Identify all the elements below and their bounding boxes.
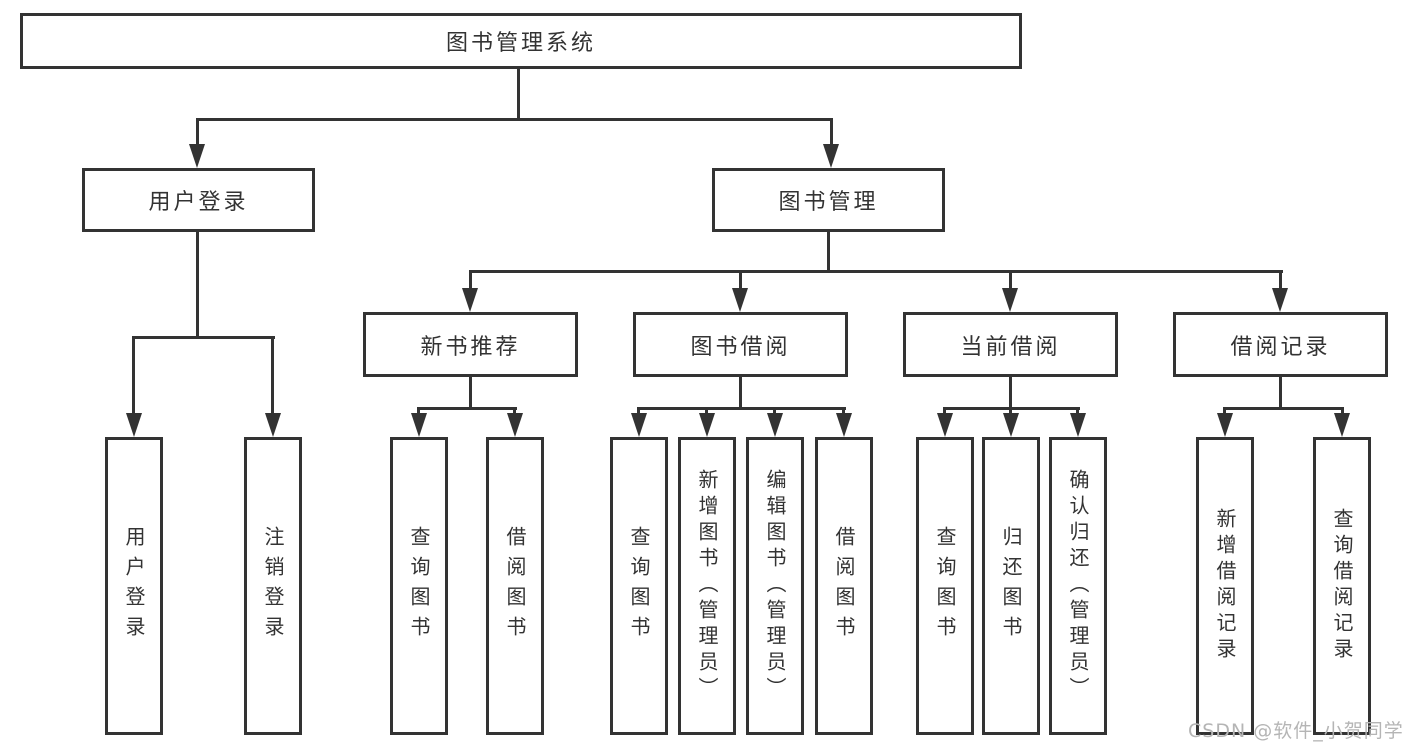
leaf-rec-borrow-books: 借阅图书: [486, 437, 544, 735]
arrowhead-icon: [126, 413, 142, 437]
arrowhead-icon: [823, 144, 839, 168]
connector-line: [943, 407, 1080, 410]
arrowhead-icon: [1002, 288, 1018, 312]
arrowhead-icon: [937, 413, 953, 437]
leaf-bb-edit-books-admin: 编辑图书（管理员）: [746, 437, 804, 735]
connector-line: [469, 377, 472, 410]
leaf-bb-query-books-label: 查询图书: [627, 526, 651, 646]
leaf-bb-add-books-admin: 新增图书（管理员）: [678, 437, 736, 735]
arrowhead-icon: [1272, 288, 1288, 312]
arrowhead-icon: [462, 288, 478, 312]
connector-line: [271, 339, 274, 417]
leaf-br-add-record: 新增借阅记录: [1196, 437, 1254, 735]
connector-line: [1009, 273, 1012, 291]
arrowhead-icon: [1070, 413, 1086, 437]
leaf-bb-add-books-admin-label: 新增图书（管理员）: [695, 469, 719, 703]
arrowhead-icon: [189, 144, 205, 168]
connector-line: [827, 232, 830, 273]
leaf-logout-label: 注销登录: [261, 526, 285, 646]
node-root: 图书管理系统: [20, 13, 1022, 69]
connector-line: [1223, 407, 1344, 410]
leaf-cb-confirm-return-admin-label: 确认归还（管理员）: [1066, 469, 1090, 703]
connector-line: [417, 407, 517, 410]
arrowhead-icon: [1217, 413, 1233, 437]
leaf-bb-edit-books-admin-label: 编辑图书（管理员）: [763, 469, 787, 703]
connector-line: [739, 273, 742, 291]
connector-line: [196, 232, 199, 339]
node-borrow-record-label: 借阅记录: [1230, 334, 1331, 360]
leaf-cb-query-books-label: 查询图书: [933, 526, 957, 646]
leaf-br-add-record-label: 新增借阅记录: [1213, 508, 1237, 664]
connector-line: [469, 273, 472, 291]
leaf-cb-query-books: 查询图书: [916, 437, 974, 735]
node-book-mgmt: 图书管理: [712, 168, 945, 232]
connector-line: [637, 407, 846, 410]
leaf-br-query-record-label: 查询借阅记录: [1330, 508, 1354, 664]
arrowhead-icon: [631, 413, 647, 437]
connector-line: [739, 377, 742, 410]
leaf-rec-query-books: 查询图书: [390, 437, 448, 735]
leaf-br-query-record: 查询借阅记录: [1313, 437, 1371, 735]
csdn-watermark: CSDN @软件_小贺同学: [1188, 720, 1404, 742]
node-user-login: 用户登录: [82, 168, 315, 232]
node-new-book-rec-label: 新书推荐: [420, 334, 521, 360]
connector-line: [196, 118, 833, 121]
leaf-user-login: 用户登录: [105, 437, 163, 735]
leaf-user-login-label: 用户登录: [122, 526, 146, 646]
leaf-bb-borrow-books-label: 借阅图书: [832, 526, 856, 646]
node-book-borrow: 图书借阅: [633, 312, 848, 377]
connector-line: [830, 121, 833, 147]
node-current-borrow: 当前借阅: [903, 312, 1118, 377]
leaf-bb-query-books: 查询图书: [610, 437, 668, 735]
connector-line: [132, 339, 135, 417]
connector-line: [1279, 377, 1282, 410]
leaf-rec-query-books-label: 查询图书: [407, 526, 431, 646]
arrowhead-icon: [699, 413, 715, 437]
arrowhead-icon: [411, 413, 427, 437]
node-root-label: 图书管理系统: [445, 31, 596, 56]
connector-line: [196, 121, 199, 147]
node-current-borrow-label: 当前借阅: [960, 334, 1061, 360]
arrowhead-icon: [836, 413, 852, 437]
connector-line: [1279, 273, 1282, 291]
node-book-borrow-label: 图书借阅: [690, 334, 791, 360]
node-user-login-label: 用户登录: [148, 190, 249, 215]
arrowhead-icon: [1003, 413, 1019, 437]
connector-line: [132, 336, 275, 339]
connector-line: [469, 270, 1283, 273]
connector-line: [1009, 377, 1012, 410]
arrowhead-icon: [767, 413, 783, 437]
leaf-cb-return-books: 归还图书: [982, 437, 1040, 735]
leaf-rec-borrow-books-label: 借阅图书: [503, 526, 527, 646]
leaf-cb-confirm-return-admin: 确认归还（管理员）: [1049, 437, 1107, 735]
arrowhead-icon: [507, 413, 523, 437]
node-new-book-rec: 新书推荐: [363, 312, 578, 377]
leaf-logout: 注销登录: [244, 437, 302, 735]
leaf-cb-return-books-label: 归还图书: [999, 526, 1023, 646]
node-borrow-record: 借阅记录: [1173, 312, 1388, 377]
arrowhead-icon: [1334, 413, 1350, 437]
leaf-bb-borrow-books: 借阅图书: [815, 437, 873, 735]
arrowhead-icon: [265, 413, 281, 437]
arrowhead-icon: [732, 288, 748, 312]
connector-line: [517, 69, 520, 121]
node-book-mgmt-label: 图书管理: [778, 190, 879, 215]
